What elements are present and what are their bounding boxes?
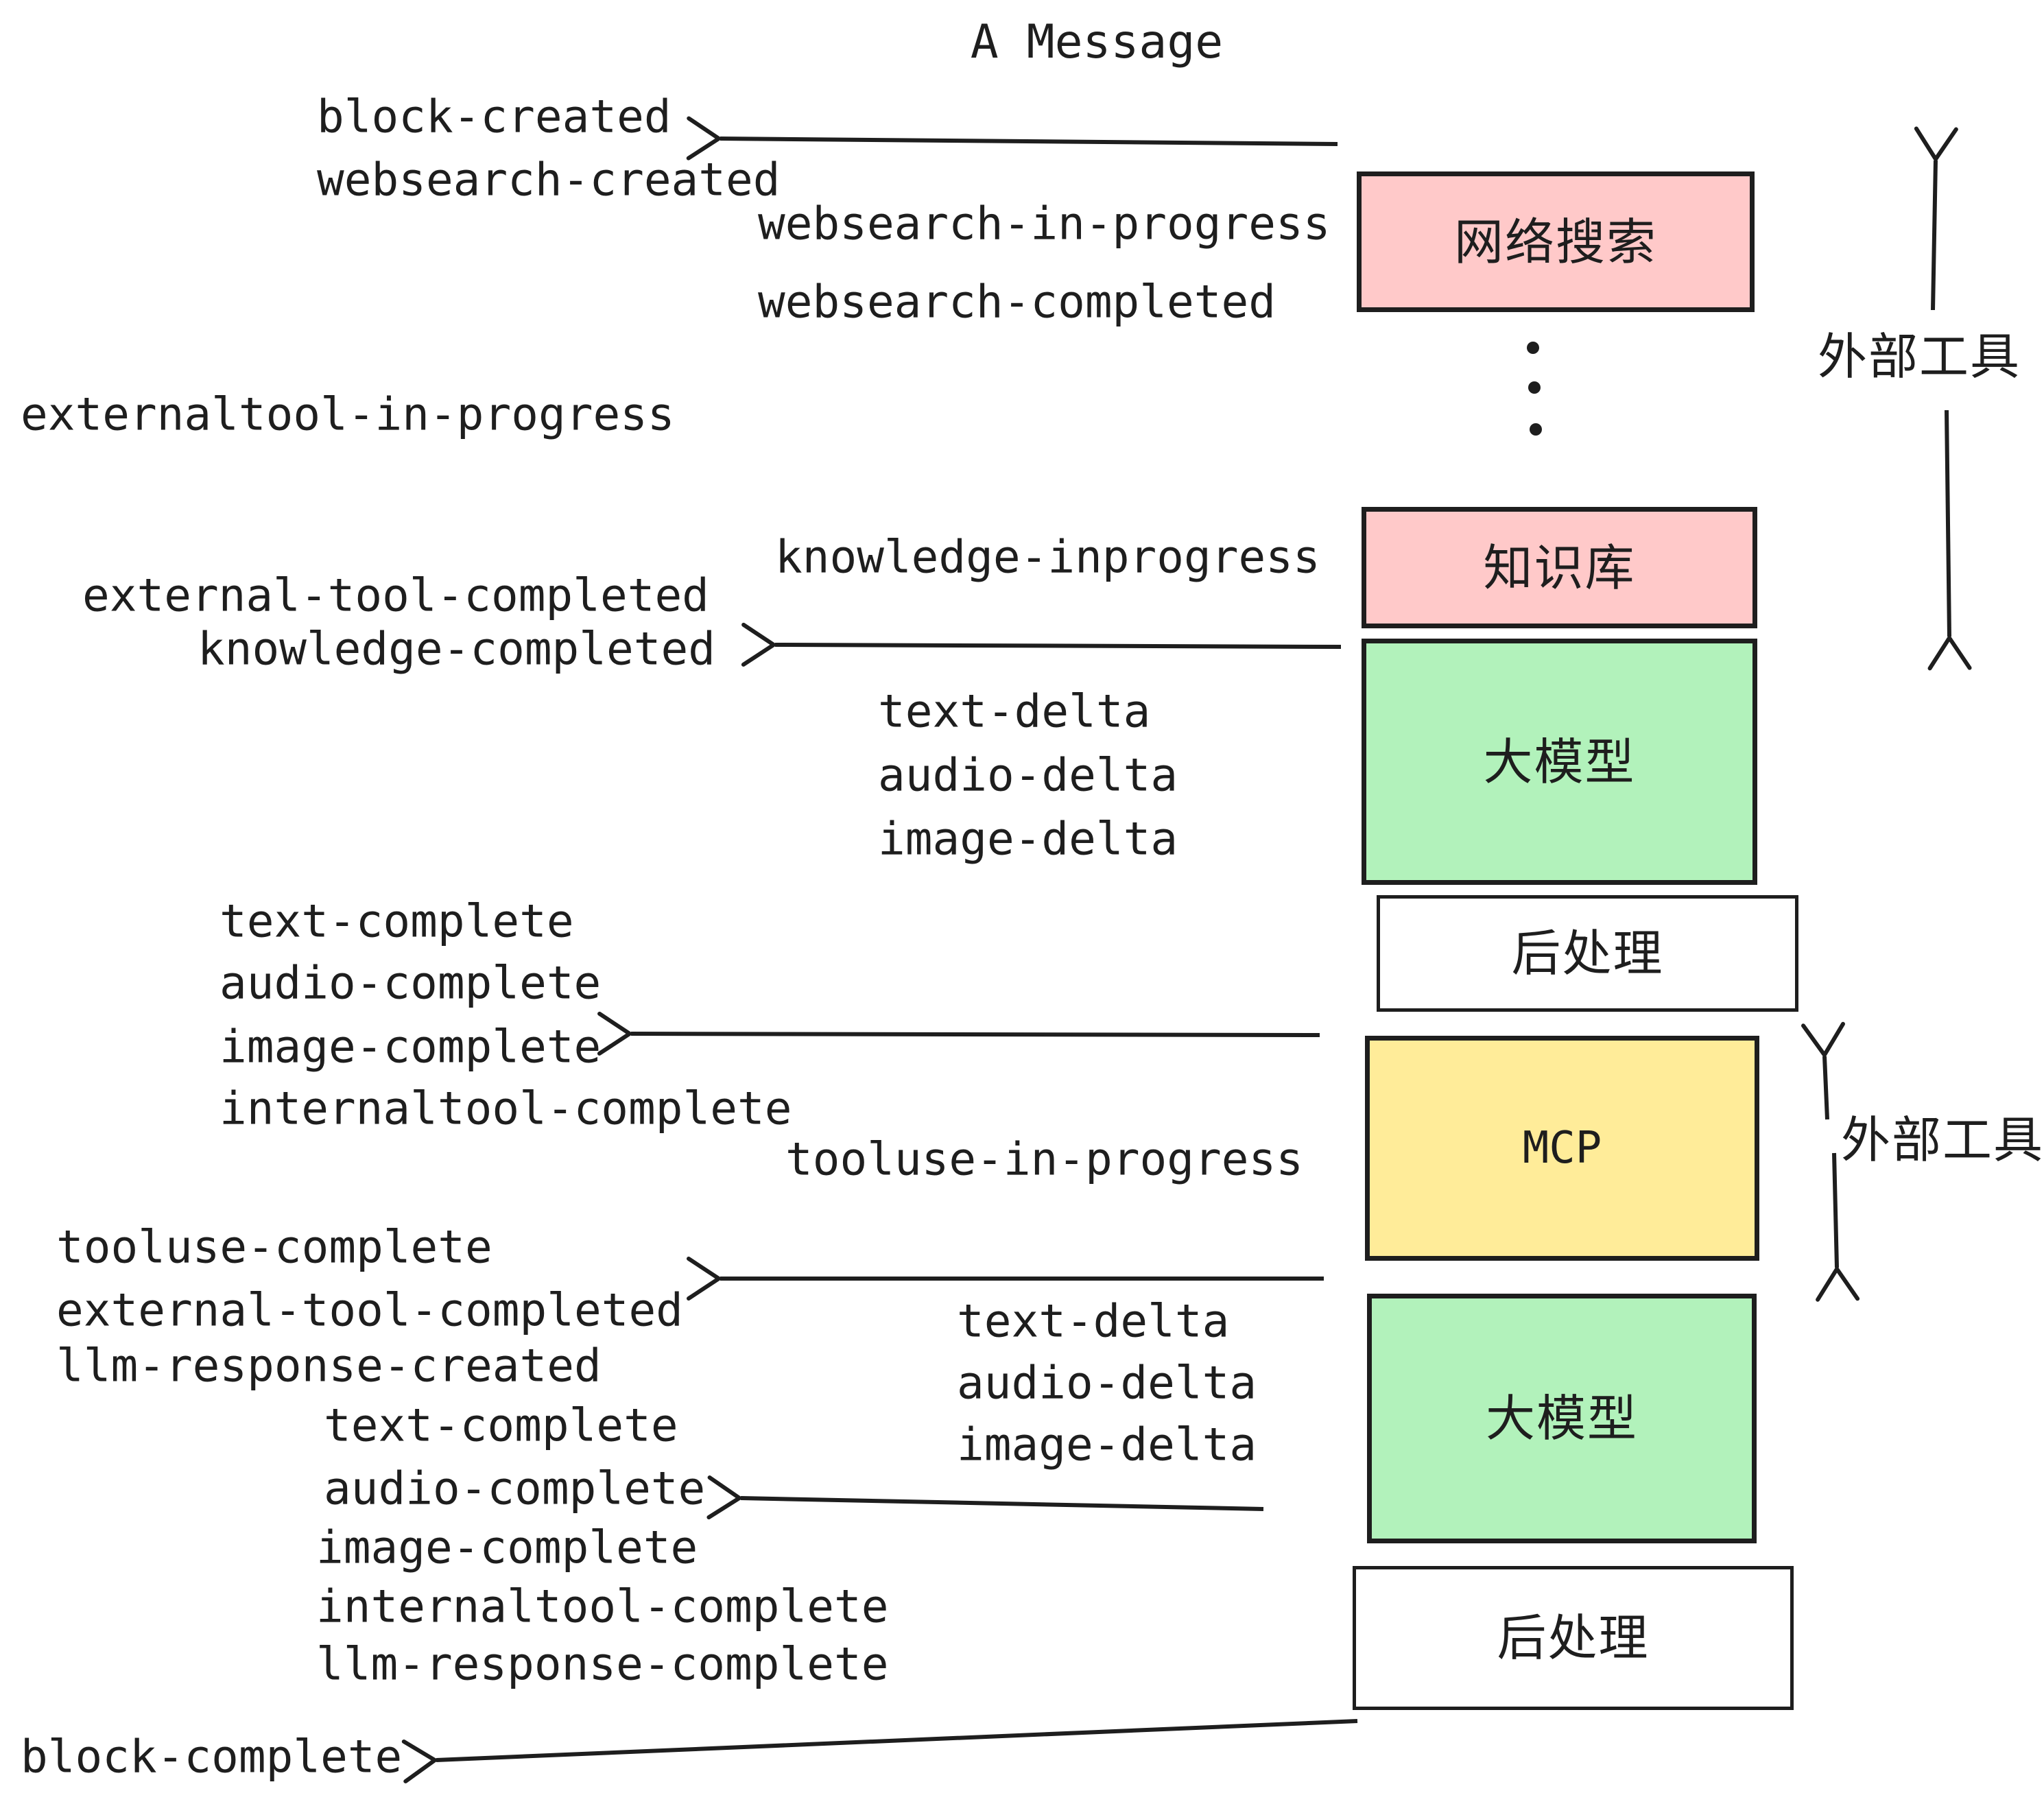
diagram-title: A Message <box>970 15 1224 69</box>
event-label-llm-response-complete: llm-response-complete <box>316 1637 889 1691</box>
node-websearch: 网络搜索 <box>1357 171 1755 312</box>
arrow-mcp-to-image-complete <box>597 1011 1320 1056</box>
event-label-text-complete-2: text-complete <box>324 1399 678 1452</box>
node-knowledge-base: 知识库 <box>1362 507 1757 628</box>
event-label-external-tool-completed-2: external-tool-completed <box>56 1283 683 1337</box>
arrow-llm2-to-audio-complete <box>706 1475 1264 1520</box>
event-label-block-created: block-created <box>317 90 672 143</box>
node-llm-1-label: 大模型 <box>1483 733 1636 791</box>
arrow-post2-to-block-complete <box>401 1719 1358 1783</box>
event-label-tooluse-complete: tooluse-complete <box>56 1220 492 1274</box>
node-llm-2: 大模型 <box>1367 1294 1757 1543</box>
event-label-external-tool-completed: external-tool-completed <box>82 569 709 622</box>
event-label-audio-complete-2: audio-complete <box>324 1462 706 1515</box>
event-label-image-complete: image-complete <box>219 1020 602 1073</box>
event-label-image-delta-2: image-delta <box>957 1418 1257 1471</box>
event-label-llm-response-created: llm-response-created <box>56 1339 602 1392</box>
event-label-audio-delta: audio-delta <box>878 748 1178 802</box>
event-label-image-complete-2: image-complete <box>316 1521 698 1574</box>
event-label-websearch-completed: websearch-completed <box>758 275 1276 329</box>
event-label-text-delta: text-delta <box>878 685 1151 738</box>
arrow-llm-to-knowledge-completed <box>741 622 1342 667</box>
node-llm-2-label: 大模型 <box>1485 1390 1638 1447</box>
event-label-text-complete: text-complete <box>219 894 574 948</box>
node-websearch-label: 网络搜索 <box>1453 213 1657 271</box>
event-label-knowledge-completed: knowledge-completed <box>198 622 715 676</box>
ellipsis-dot <box>1528 381 1541 394</box>
event-label-websearch-created: websearch-created <box>317 153 781 206</box>
node-postprocess-1: 后处理 <box>1377 895 1798 1012</box>
event-label-image-delta: image-delta <box>878 812 1178 866</box>
node-postprocess-2-label: 后处理 <box>1497 1609 1650 1667</box>
event-label-internaltool-complete: internaltool-complete <box>219 1082 792 1135</box>
node-postprocess-1-label: 后处理 <box>1511 925 1664 982</box>
external-tools-annotation: 外部工具 <box>1818 328 2021 385</box>
node-postprocess-2: 后处理 <box>1353 1566 1794 1710</box>
event-label-audio-complete: audio-complete <box>219 956 602 1010</box>
event-label-text-delta-2: text-delta <box>957 1294 1230 1348</box>
event-label-knowledge-inprogress: knowledge-inprogress <box>775 530 1320 584</box>
node-mcp-label: MCP <box>1522 1123 1602 1174</box>
mcp-external-tools-up-arrow <box>1801 1021 1845 1120</box>
external-tools-down-arrow <box>1927 410 1972 671</box>
node-mcp: MCP <box>1365 1036 1759 1261</box>
arrow-websearch-to-block-created <box>686 116 1338 161</box>
ellipsis-dot <box>1530 423 1542 436</box>
event-label-audio-delta-2: audio-delta <box>957 1356 1257 1410</box>
ellipsis-dot <box>1527 342 1539 354</box>
event-label-tooluse-in-progress: tooluse-in-progress <box>785 1132 1303 1186</box>
node-llm-1: 大模型 <box>1362 639 1757 885</box>
external-tools-up-arrow <box>1914 126 1958 311</box>
event-label-websearch-in-progress: websearch-in-progress <box>758 197 1331 250</box>
event-label-externaltool-in-progress: externaltool-in-progress <box>21 388 675 441</box>
mcp-external-tools-annotation: 外部工具 <box>1841 1111 2044 1169</box>
mcp-external-tools-down-arrow <box>1816 1152 1860 1302</box>
node-knowledge-base-label: 知识库 <box>1483 538 1636 597</box>
event-label-block-complete: block-complete <box>21 1730 403 1783</box>
event-label-internaltool-complete-2: internaltool-complete <box>316 1580 889 1633</box>
